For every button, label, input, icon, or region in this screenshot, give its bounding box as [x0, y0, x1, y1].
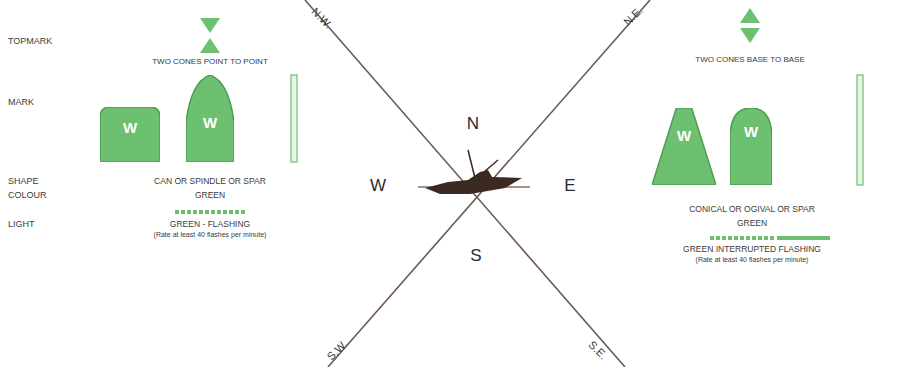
caption-label: N.W.: [309, 5, 334, 30]
compass-letter: N: [465, 115, 481, 134]
caption-label: TOPMARK: [8, 37, 52, 47]
caption-label: GREEN - FLASHING: [170, 220, 250, 229]
caption-label: COLOUR: [8, 191, 47, 201]
spar-buoy: [291, 75, 297, 162]
caption-label: CONICAL OR OGIVAL OR SPAR: [689, 205, 815, 214]
caption-label: TWO CONES BASE TO BASE: [695, 56, 805, 65]
buoy-letter: W: [100, 119, 160, 136]
can-buoy: W: [100, 107, 160, 162]
conical-buoy: W: [652, 108, 716, 185]
compass-line: [328, 0, 650, 367]
compass-letter: E: [562, 177, 577, 196]
caption-label: N.E.: [621, 4, 645, 28]
caption-label: S.E.: [586, 338, 609, 361]
topmark-cone: [200, 38, 220, 53]
caption-label: SHAPE: [8, 177, 39, 187]
buoy-letter: W: [730, 123, 772, 140]
buoy-letter: W: [186, 114, 234, 131]
topmark-cone: [740, 8, 760, 23]
caption-label: S.W.: [325, 338, 350, 363]
caption-label: TWO CONES POINT TO POINT: [152, 58, 268, 67]
buoy-outline: [730, 108, 772, 185]
light-bar: [777, 236, 830, 240]
caption-label: CAN OR SPINDLE OR SPAR: [154, 177, 266, 186]
compass-letter: W: [368, 177, 388, 196]
spindle-buoy: W: [186, 75, 234, 162]
light-bar: [175, 210, 245, 214]
topmark-cone: [740, 28, 760, 43]
ogival-buoy: W: [730, 108, 772, 185]
buoy-outline: [652, 108, 716, 185]
topmark-cone: [200, 18, 220, 33]
ship-mast: [468, 150, 475, 178]
light-bar: [710, 236, 775, 240]
compass-letter: S: [468, 247, 483, 266]
spar-buoy: [857, 75, 863, 185]
compass-line: [305, 0, 625, 367]
caption-label: GREEN INTERRUPTED FLASHING: [683, 245, 821, 254]
caption-label: LIGHT: [8, 220, 35, 230]
waterline: [418, 187, 530, 188]
ship-mast: [484, 160, 498, 172]
buoy-letter: W: [652, 127, 716, 144]
caption-label: MARK: [8, 98, 34, 108]
caption-label: (Rate at least 40 flashes per minute): [154, 231, 267, 239]
caption-label: GREEN: [737, 219, 767, 228]
caption-label: GREEN: [195, 191, 225, 200]
caption-label: (Rate at least 40 flashes per minute): [696, 256, 809, 264]
